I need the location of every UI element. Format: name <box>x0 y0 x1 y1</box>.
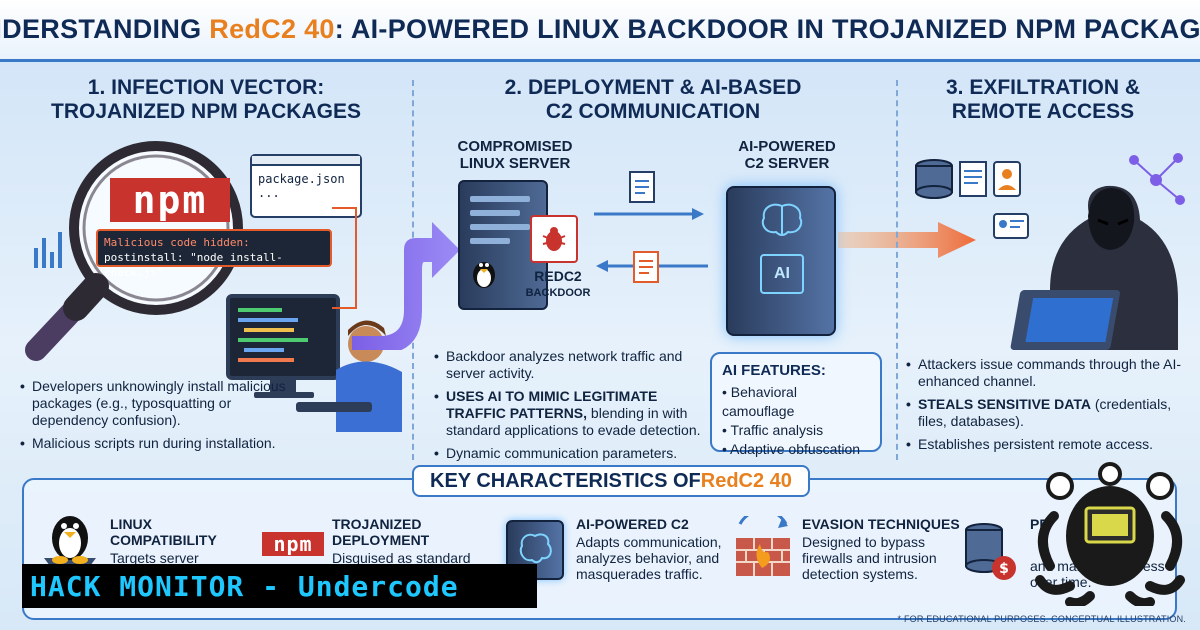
malicious-code-callout: Malicious code hidden: postinstall: "nod… <box>96 229 332 279</box>
firewall-icon <box>736 516 790 576</box>
list-item: • Behavioral camouflage <box>722 384 797 419</box>
c2-server-label: AI-POWERED C2 SERVER <box>738 138 836 172</box>
section2-title: 2. DEPLOYMENT & AI-BASED C2 COMMUNICATIO… <box>504 76 802 123</box>
hack-monitor-watermark: HACK MONITOR - Undercode <box>22 564 537 608</box>
linux-penguin-icon <box>473 262 495 288</box>
list-item: Establishes persistent remote access. <box>906 436 1186 453</box>
section1-title: 1. INFECTION VECTOR: TROJANIZED NPM PACK… <box>51 76 361 123</box>
section2-bullets: Backdoor analyzes network traffic and se… <box>434 348 704 468</box>
ai-features-heading: AI FEATURES: <box>722 362 826 379</box>
linux-penguin-icon <box>44 516 96 566</box>
file-transfer-icon <box>594 171 708 283</box>
section1-bullets: Developers unknowingly install malicious… <box>20 378 305 458</box>
backdoor-label: REDC2 BACKDOOR <box>525 268 591 299</box>
section3-title: 3. EXFILTRATION & REMOTE ACCESS <box>945 76 1141 123</box>
bar-decoration-icon <box>34 232 62 268</box>
hooded-attacker-icon <box>1010 185 1178 350</box>
key-characteristics-title: KEY CHARACTERISTICS OF RedC2 40 <box>412 465 810 497</box>
brain-icon <box>761 203 803 236</box>
list-item: STEALS SENSITIVE DATA (credentials, file… <box>906 396 1186 430</box>
title-accent: RedC2 40 <box>209 14 335 44</box>
ai-chip: AI <box>760 254 804 294</box>
undercode-octopus-logo <box>1035 462 1185 606</box>
list-item: Attackers issue commands through the AI-… <box>906 356 1186 390</box>
list-item: Dynamic communication parameters. <box>434 445 704 462</box>
characteristic-item: AI-POWERED C2 Adapts communication, anal… <box>576 516 722 582</box>
page-title: UNDERSTANDING RedC2 40: AI-POWERED LINUX… <box>0 14 1200 44</box>
npm-logo: npm <box>262 532 324 556</box>
ai-features-box: AI FEATURES: • Behavioral camouflage • T… <box>710 352 882 457</box>
section-divider <box>896 80 898 460</box>
list-item: • Traffic analysis <box>722 422 824 438</box>
ai-c2-server-icon: AI <box>726 186 836 336</box>
flow-connector <box>332 207 357 309</box>
list-item: Developers unknowingly install malicious… <box>20 378 305 429</box>
title-bar: UNDERSTANDING RedC2 40: AI-POWERED LINUX… <box>0 0 1200 62</box>
stolen-data-icons <box>915 159 1029 239</box>
list-item: • Adaptive obfuscation <box>722 441 861 457</box>
flow-arrow-icon <box>352 222 460 350</box>
database-icon: $ <box>965 523 1016 580</box>
exfil-arrow-icon <box>838 222 976 258</box>
footnote: * FOR EDUCATIONAL PURPOSES. CONCEPTUAL I… <box>897 614 1186 624</box>
characteristic-item: EVASION TECHNIQUES Designed to bypass fi… <box>802 516 960 582</box>
network-node-icon <box>1129 153 1185 205</box>
characteristic-item: TROJANIZED DEPLOYMENT Disguised as stand… <box>332 516 471 566</box>
section-infection-vector: 1. INFECTION VECTOR: TROJANIZED NPM PACK… <box>10 70 402 465</box>
section-deployment: 2. DEPLOYMENT & AI-BASED C2 COMMUNICATIO… <box>418 70 888 465</box>
section-exfiltration: 3. EXFILTRATION & REMOTE ACCESS <box>898 70 1188 465</box>
list-item: Backdoor analyzes network traffic and se… <box>434 348 704 382</box>
list-item: USES AI TO MIMIC LEGITIMATE TRAFFIC PATT… <box>434 388 704 439</box>
svg-text:$: $ <box>999 561 1009 577</box>
npm-logo: npm <box>110 178 230 222</box>
bug-icon <box>542 227 566 251</box>
compromised-server-label: COMPROMISED LINUX SERVER <box>457 138 573 172</box>
backdoor-badge <box>530 215 578 263</box>
section3-bullets: Attackers issue commands through the AI-… <box>906 356 1186 459</box>
list-item: Malicious scripts run during installatio… <box>20 435 305 452</box>
